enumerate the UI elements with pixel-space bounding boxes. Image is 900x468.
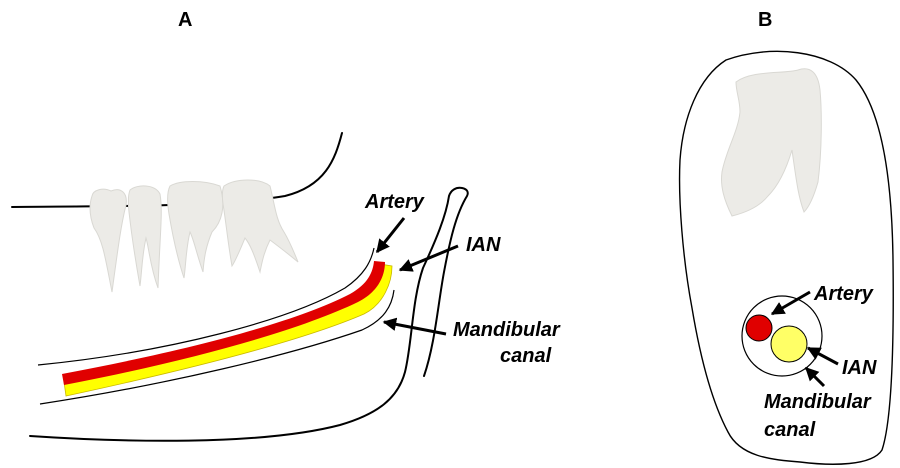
panel-a-label-canal-line2: canal (500, 345, 552, 367)
panel-b: B Artery IAN Mandibular canal (680, 9, 894, 464)
tooth-icon (721, 69, 821, 216)
tooth-icon (222, 180, 298, 272)
panel-b-label-artery: Artery (813, 283, 874, 305)
tooth-icon (90, 189, 126, 292)
panel-b-label-ian: IAN (842, 357, 877, 379)
panel-a: A Artery IAN Mandibular canal (12, 9, 561, 441)
panel-a-letter: A (178, 9, 192, 31)
panel-b-artery (746, 315, 772, 341)
arrow-icon (377, 218, 404, 252)
tooth-icon (168, 182, 223, 279)
panel-b-label-canal-line1: Mandibular (764, 391, 872, 413)
arrow-icon (400, 246, 458, 270)
panel-a-label-artery: Artery (364, 191, 425, 213)
tooth-icon (128, 186, 161, 288)
panel-a-teeth (90, 180, 298, 292)
panel-a-label-canal-line1: Mandibular (453, 319, 561, 341)
arrow-icon (806, 368, 824, 386)
panel-b-letter: B (758, 9, 772, 31)
panel-b-label-canal-line2: canal (764, 419, 816, 441)
panel-a-label-ian: IAN (466, 234, 501, 256)
panel-b-ian-nerve (771, 326, 807, 362)
